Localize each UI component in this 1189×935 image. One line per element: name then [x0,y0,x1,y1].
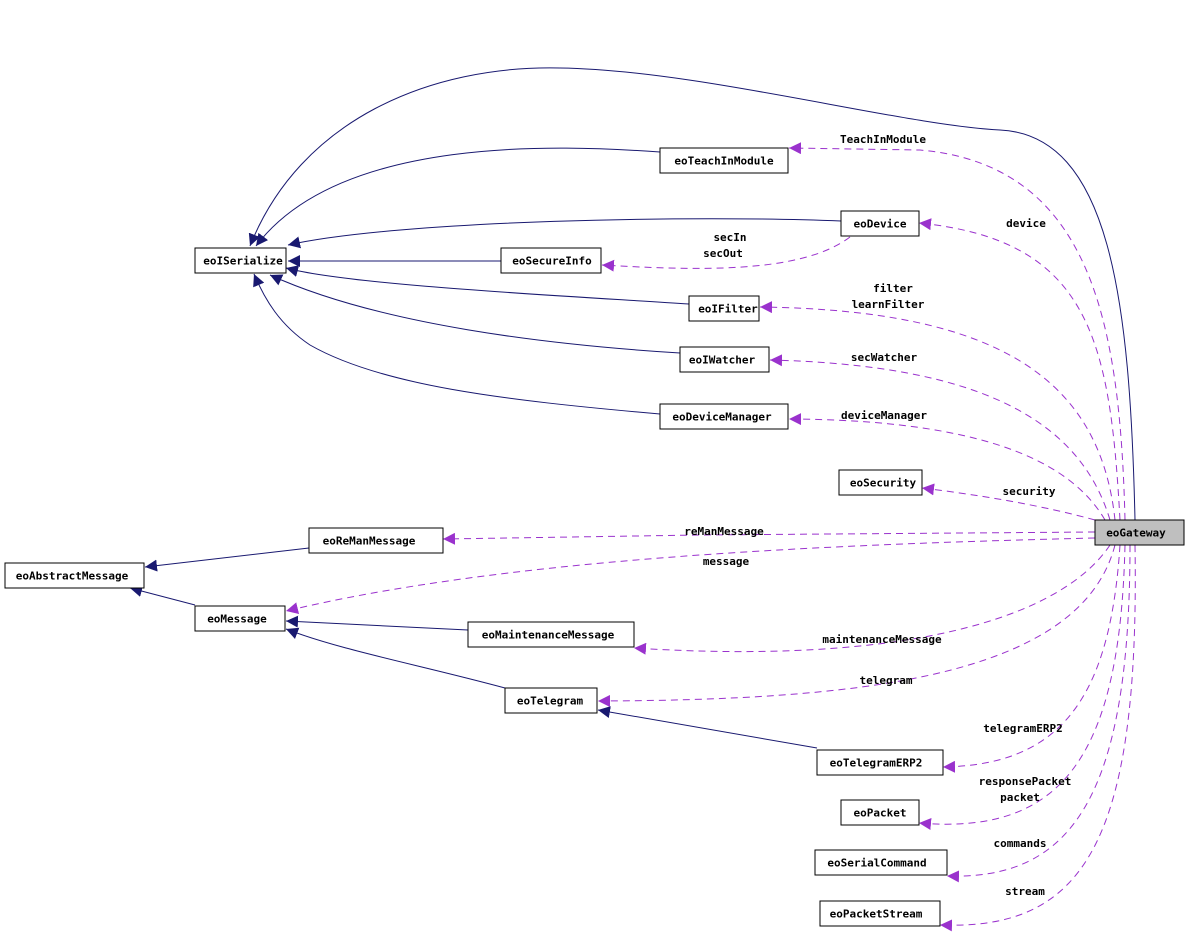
svg-text:eoReManMessage: eoReManMessage [323,535,416,548]
node-abstractmessage[interactable]: eoAbstractMessage [4,562,145,589]
svg-text:eoDevice: eoDevice [854,218,907,231]
edge-gateway-devicemanager [788,413,1106,521]
node-device[interactable]: eoDevice [840,210,920,237]
edge-device-secureinfo [601,236,851,272]
edge-remanmessage-abstractmessage [144,547,310,572]
svg-text:eoTelegramERP2: eoTelegramERP2 [830,757,923,770]
svg-text:eoDeviceManager: eoDeviceManager [672,411,772,424]
edge-gateway-security [921,483,1096,521]
node-telegramerp2[interactable]: eoTelegramERP2 [816,749,944,776]
label-telegram: telegram [860,674,913,687]
svg-text:eoIWatcher: eoIWatcher [689,354,756,367]
label-devicemanager: deviceManager [841,409,927,422]
label-telegramerp2: telegramERP2 [983,722,1062,735]
label-secwatcher: secWatcher [851,351,918,364]
label-teachin: TeachInModule [840,133,926,146]
svg-text:eoGateway: eoGateway [1106,527,1166,540]
nodes: eoTeachInModule eoDevice eoISerialize eo… [4,147,1185,927]
node-message[interactable]: eoMessage [194,605,286,632]
node-telegram[interactable]: eoTelegram [504,687,598,714]
usage-edges [285,142,1136,932]
label-learnfilter: learnFilter [852,298,925,311]
edge-gateway-iwatcher [769,354,1111,521]
edge-iwatcher-iserialize [269,274,681,354]
edge-gateway-teachin [788,142,1126,521]
node-secureinfo[interactable]: eoSecureInfo [500,247,602,274]
node-serialcommand[interactable]: eoSerialCommand [814,849,948,876]
label-filter: filter [873,282,913,295]
label-secin: secIn [713,231,746,244]
edge-gateway-maintenancemessage [633,544,1111,655]
label-device: device [1006,217,1046,230]
label-message: message [703,555,750,568]
svg-text:eoPacket: eoPacket [854,807,907,820]
label-packet: packet [1000,791,1040,804]
svg-text:eoTelegram: eoTelegram [517,695,584,708]
node-maintenancemessage[interactable]: eoMaintenanceMessage [467,621,635,648]
label-commands: commands [994,837,1047,850]
edge-maintenancemessage-message [285,615,469,631]
edge-devicemanager-iserialize [253,273,661,415]
label-remanmessage: reManMessage [684,525,764,538]
node-packetstream[interactable]: eoPacketStream [819,900,941,927]
edge-gateway-serialcommand [946,544,1131,883]
edge-telegramerp2-telegram [597,706,818,749]
svg-text:eoAbstractMessage: eoAbstractMessage [16,570,129,583]
edge-telegram-message [285,627,506,689]
node-security[interactable]: eoSecurity [838,469,923,496]
edge-gateway-telegram [597,544,1116,707]
svg-text:eoIFilter: eoIFilter [698,303,758,316]
edge-gateway-remanmessage [442,531,1096,545]
svg-text:eoSerialCommand: eoSerialCommand [827,857,926,870]
edge-gateway-iserialize [248,67,1136,521]
node-ifilter[interactable]: eoIFilter [688,295,760,322]
edge-gateway-message [285,537,1096,615]
label-stream: stream [1005,885,1045,898]
edge-gateway-packetstream [939,544,1136,932]
svg-text:eoPacketStream: eoPacketStream [830,908,923,921]
node-devicemanager[interactable]: eoDeviceManager [659,403,789,430]
svg-text:eoMaintenanceMessage: eoMaintenanceMessage [482,629,615,642]
edge-gateway-telegramerp2 [942,544,1121,773]
svg-text:eoSecurity: eoSecurity [850,477,917,490]
edge-teachin-iserialize [255,147,661,247]
node-remanmessage[interactable]: eoReManMessage [308,527,444,554]
svg-text:eoTeachInModule: eoTeachInModule [674,155,774,168]
label-maintenancemessage: maintenanceMessage [822,633,942,646]
edge-gateway-ifilter [759,301,1116,521]
svg-text:eoSecureInfo: eoSecureInfo [512,255,592,268]
node-packet[interactable]: eoPacket [840,799,920,826]
node-gateway[interactable]: eoGateway [1094,519,1185,546]
edge-device-iserialize [287,218,842,249]
svg-text:eoISerialize: eoISerialize [203,255,283,268]
label-responsepacket: responsePacket [979,775,1072,788]
node-iserialize[interactable]: eoISerialize [194,247,287,274]
node-teachinmodule[interactable]: eoTeachInModule [659,147,789,174]
edge-ifilter-iserialize [285,265,690,305]
label-security: security [1003,485,1056,498]
inheritance-edges [129,67,1136,749]
edge-gateway-packet [918,544,1126,830]
edge-message-abstractmessage [129,585,196,606]
label-secout: secOut [703,247,743,260]
svg-text:eoMessage: eoMessage [207,613,267,626]
node-iwatcher[interactable]: eoIWatcher [679,346,770,373]
edge-labels: TeachInModule device secIn secOut filter… [684,133,1071,898]
